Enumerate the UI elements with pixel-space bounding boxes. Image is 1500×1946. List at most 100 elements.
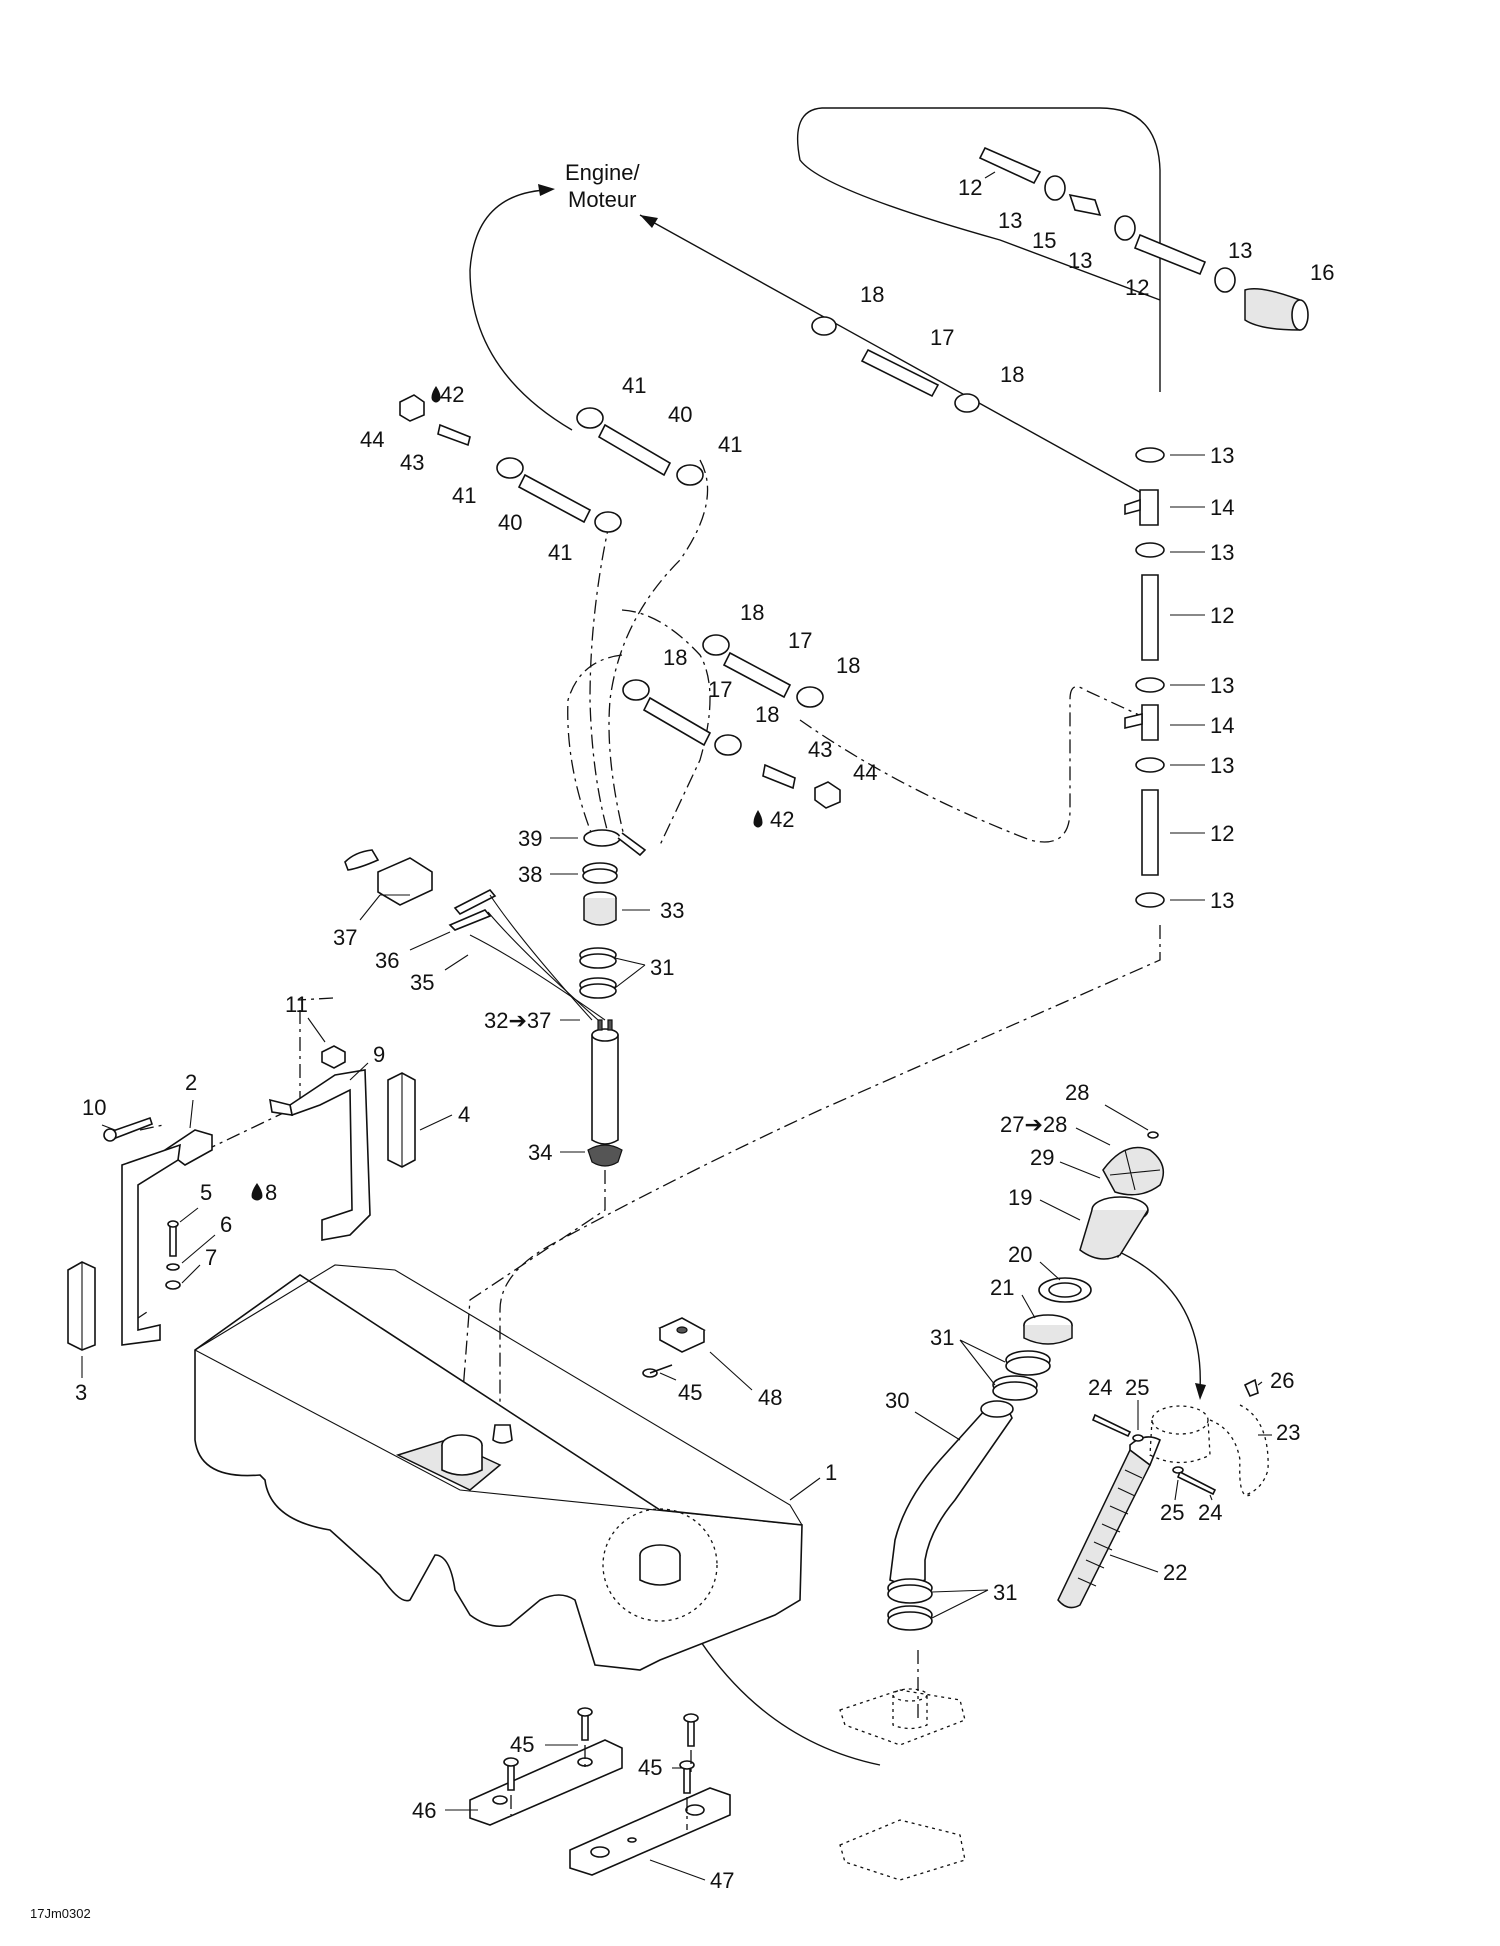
callout-14: 14: [1210, 495, 1234, 520]
nut-11[interactable]: [321, 1045, 346, 1069]
callout-47: 47: [710, 1868, 734, 1893]
callout-26: 26: [1270, 1368, 1294, 1393]
callout-24: 24: [1088, 1375, 1112, 1400]
callout-17: 17: [788, 628, 812, 653]
support-bar-47[interactable]: [569, 1787, 731, 1876]
callout-9: 9: [373, 1042, 385, 1067]
callout-19: 19: [1008, 1185, 1032, 1210]
callout-43: 43: [400, 450, 424, 475]
clamps-31-filler-top[interactable]: [992, 1350, 1051, 1401]
tank-strap[interactable]: [269, 1069, 371, 1241]
callout-3: 3: [75, 1380, 87, 1405]
callout-13: 13: [1210, 443, 1234, 468]
clamps-31-filler-bottom[interactable]: [887, 1578, 933, 1631]
hose-40-lower[interactable]: [496, 457, 622, 533]
hose-40-upper[interactable]: [576, 407, 704, 486]
callout-32: 32➔37: [484, 1008, 551, 1033]
callout-2: 2: [185, 1070, 197, 1095]
callout-33: 33: [660, 898, 684, 923]
bolt-10[interactable]: [103, 1116, 154, 1142]
callout-12: 12: [1125, 275, 1149, 300]
callout-29: 29: [1030, 1145, 1054, 1170]
oil-drop-icon: [251, 1183, 263, 1201]
fittings-43-44-middle[interactable]: [762, 763, 841, 809]
clamp-38[interactable]: [582, 862, 618, 884]
screw-5-washers[interactable]: [165, 1220, 181, 1290]
callout-14: 14: [1210, 713, 1234, 738]
callout-24: 24: [1198, 1500, 1222, 1525]
hull-fitting-stub[interactable]: [892, 1688, 928, 1730]
pad-48[interactable]: [658, 1317, 706, 1353]
callout-38: 38: [518, 862, 542, 887]
callout-1: 1: [825, 1460, 837, 1485]
callout-35: 35: [410, 970, 434, 995]
callout-15: 15: [1032, 228, 1056, 253]
hose-17-middle-lower[interactable]: [622, 679, 742, 756]
callout-4: 4: [458, 1102, 470, 1127]
callout-31: 31: [650, 955, 674, 980]
filler-neck-19[interactable]: [1079, 1196, 1149, 1260]
callout-13: 13: [1210, 753, 1234, 778]
hose-clamps-31-upper[interactable]: [579, 947, 617, 999]
callout-34: 34: [528, 1140, 552, 1165]
top-return-assembly[interactable]: [978, 146, 1309, 331]
hull-outline: [839, 1819, 966, 1881]
callout-labels: 12 13 15 13 13 16 12 18 17 18 13 14 13 1…: [75, 171, 1334, 1893]
callout-13: 13: [1210, 888, 1234, 913]
gasket-20[interactable]: [1038, 1277, 1092, 1303]
callout-25: 25: [1160, 1500, 1184, 1525]
clamp-39[interactable]: [583, 829, 647, 857]
callout-25: 25: [1125, 1375, 1149, 1400]
vent-cap-23[interactable]: [1149, 1404, 1269, 1497]
support-bar-46[interactable]: [469, 1739, 623, 1826]
callout-18: 18: [740, 600, 764, 625]
destination-label-line2: Moteur: [568, 187, 636, 212]
destination-label-line1: Engine/: [565, 160, 641, 185]
bracket-part-2[interactable]: [121, 1129, 213, 1346]
callout-12: 12: [1210, 603, 1234, 628]
callout-16: 16: [1310, 260, 1334, 285]
fuel-tank[interactable]: [194, 1264, 803, 1671]
callout-41: 41: [452, 483, 476, 508]
hose-17-middle-upper[interactable]: [702, 634, 824, 708]
callout-42: 42: [440, 382, 464, 407]
screws-45-bottom[interactable]: [503, 1707, 699, 1830]
destination-label: Engine/ Moteur: [565, 160, 641, 212]
callout-44: 44: [853, 760, 877, 785]
vent-line-22[interactable]: [1057, 1436, 1162, 1609]
callout-37: 37: [333, 925, 357, 950]
callout-44: 44: [360, 427, 384, 452]
nut-21[interactable]: [1023, 1314, 1073, 1345]
callout-28: 28: [1065, 1080, 1089, 1105]
callout-39: 39: [518, 826, 542, 851]
pad-part-3[interactable]: [67, 1261, 96, 1351]
callout-13: 13: [1068, 248, 1092, 273]
callout-46: 46: [412, 1798, 436, 1823]
return-line-column[interactable]: [1124, 447, 1165, 908]
callout-5: 5: [200, 1180, 212, 1205]
callout-31: 31: [993, 1580, 1017, 1605]
screw-45-top[interactable]: [642, 1364, 673, 1378]
callout-40: 40: [668, 402, 692, 427]
wiring-connectors[interactable]: [344, 849, 606, 1021]
screws-24-25[interactable]: [1091, 1378, 1259, 1496]
filler-cap-29[interactable]: [1102, 1131, 1165, 1196]
callout-45: 45: [678, 1380, 702, 1405]
callout-13: 13: [1210, 540, 1234, 565]
hose-17-top[interactable]: [811, 316, 980, 413]
fuel-pump-assembly[interactable]: [587, 1019, 623, 1167]
callout-11: 11: [285, 992, 308, 1017]
callout-48: 48: [758, 1385, 782, 1410]
fittings-43-44-top[interactable]: [399, 394, 471, 447]
callout-17: 17: [708, 677, 732, 702]
callout-42: 42: [770, 807, 794, 832]
oil-drop-icon: [753, 810, 763, 828]
callout-30: 30: [885, 1388, 909, 1413]
filler-hose-30[interactable]: [889, 1400, 1014, 1585]
callout-7: 7: [205, 1245, 217, 1270]
callout-31: 31: [930, 1325, 954, 1350]
pad-part-4[interactable]: [387, 1072, 416, 1168]
grommet-33[interactable]: [583, 891, 617, 926]
